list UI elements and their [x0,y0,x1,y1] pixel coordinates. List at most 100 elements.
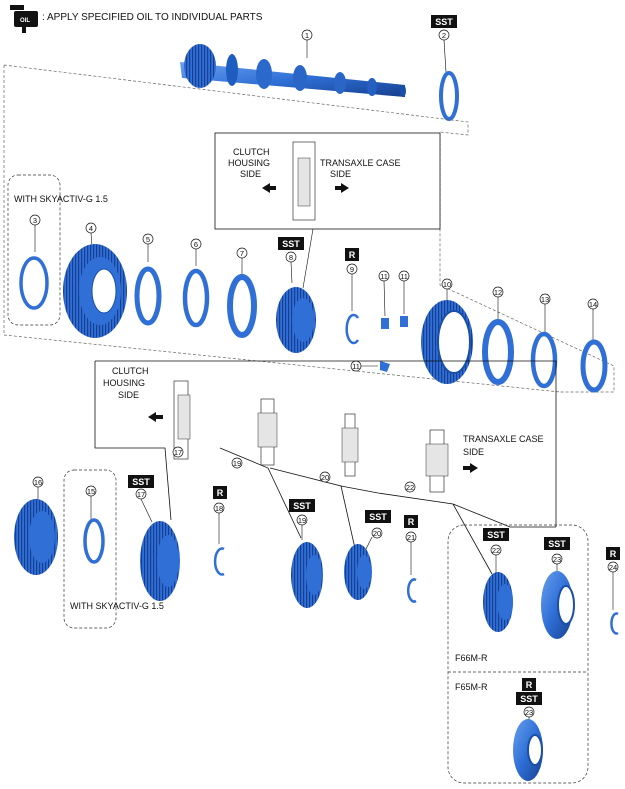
transaxle-label-b2: SIDE [463,447,484,457]
svg-text:SST: SST [548,539,566,549]
sst-tag: SST [431,15,457,28]
svg-text:SST: SST [520,694,538,704]
sst-tag: SST [365,510,391,523]
arrow-right-icon [463,463,478,473]
ring-part-2 [439,71,459,121]
part-number-4: 4 [89,224,93,233]
section-profile-20 [341,413,359,477]
part-number-11c: 11 [352,362,360,371]
svg-text:R: R [526,680,533,690]
svg-text:SST: SST [435,17,453,27]
r-tag: R [404,515,418,528]
mainshaft-part [180,44,406,97]
section-profile-17 [173,380,191,460]
bearing-part-23b [513,719,543,781]
ring-part-14 [580,339,608,393]
part-number-13: 13 [541,295,549,304]
skyactiv-label-top: WITH SKYACTIV-G 1.5 [14,194,108,204]
clutch-label-b3: SIDE [118,390,139,400]
sleeve-part-10 [421,300,473,384]
part-number-12: 12 [494,288,502,297]
part-number-23b: 23 [525,708,533,717]
r-tag: R [345,248,359,261]
arrow-left-icon [148,412,163,422]
snap-ring-part-18 [213,547,225,576]
part-number-11b: 11 [400,272,408,281]
part-number-9: 9 [350,265,354,274]
gear-part-22 [483,572,513,632]
part-number-22i: 22 [406,483,414,492]
part-number-1: 1 [305,31,309,40]
ring-part-3 [19,256,49,310]
snap-ring-part-9 [345,313,360,345]
part-number-22: 22 [492,546,500,555]
arrow-right-icon [335,183,349,193]
r-tag: R [522,678,536,691]
transaxle-label-b1: TRANSAXLE CASE [463,434,544,444]
oil-note: : APPLY SPECIFIED OIL TO INDIVIDUAL PART… [42,12,263,23]
bearing-part-23a [541,571,575,639]
transaxle-label-1: TRANSAXLE CASE [320,158,401,168]
f66m-label: F66M-R [455,653,488,663]
ring-part-6 [182,268,210,328]
part-number-14: 14 [589,300,597,309]
gear-part-20 [344,544,372,600]
skyactiv-label-bottom: WITH SKYACTIV-G 1.5 [70,601,164,611]
r-tag: R [213,486,227,499]
part-number-20: 20 [373,529,381,538]
gear-part-16 [14,499,58,575]
part-number-2: 2 [442,31,446,40]
svg-text:R: R [349,250,356,260]
ring-part-12 [482,319,514,385]
ring-part-13 [530,331,558,389]
part-number-3: 3 [33,216,37,225]
oil-icon-text: OIL [20,18,30,24]
r-tag: R [606,547,620,560]
part-number-19i: 19 [233,459,241,468]
ring-part-15 [83,518,105,564]
ring-part-7 [227,274,257,338]
section-profile-22 [425,429,449,493]
part-number-17: 17 [137,490,145,499]
part-number-20i: 20 [321,473,329,482]
ring-part-5 [134,266,162,326]
section-profile-19 [257,398,278,466]
gear-part-4 [63,244,127,338]
svg-text:SST: SST [369,512,387,522]
transaxle-label-2: SIDE [330,169,351,179]
gear-part-17 [140,521,180,601]
gear-part-19 [291,542,323,608]
sst-tag: SST [544,537,570,550]
part-number-6: 6 [194,240,198,249]
part-number-24: 24 [609,563,617,572]
snap-ring-part-24 [610,612,619,635]
part-number-10: 10 [443,280,451,289]
part-number-23a: 23 [553,555,561,564]
oil-can-icon: OIL [10,5,38,33]
part-number-8: 8 [289,253,293,262]
clutch-label-3: SIDE [240,169,261,179]
svg-text:SST: SST [132,477,150,487]
hub-part-8 [276,287,316,353]
key-part-11a [381,318,389,329]
svg-text:SST: SST [282,239,300,249]
inset-box-part-8 [214,132,441,230]
part-number-5: 5 [146,235,150,244]
sst-tag: SST [289,499,315,512]
section-profile-8 [292,141,316,221]
svg-text:R: R [408,517,415,527]
clutch-label-b1: CLUTCH [112,366,149,376]
clutch-label-2: HOUSING [228,158,270,168]
sst-tag: SST [128,475,154,488]
part-number-21: 21 [407,533,415,542]
sst-tag: SST [483,528,509,541]
part-number-16: 16 [34,478,42,487]
svg-text:R: R [610,549,617,559]
sst-tag: SST [278,237,304,250]
svg-text:R: R [217,488,224,498]
part-number-19: 19 [298,516,306,525]
clutch-label-b2: HOUSING [103,378,145,388]
svg-text:SST: SST [487,530,505,540]
part-number-18: 18 [215,504,223,513]
